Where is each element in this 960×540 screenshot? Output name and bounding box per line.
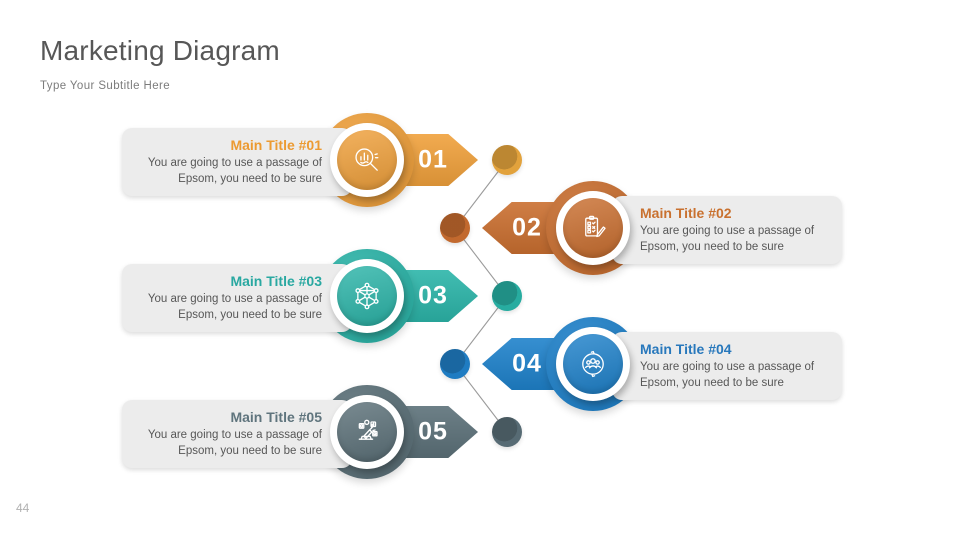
step-body: You are going to use a passage of Epsom,…	[147, 293, 322, 321]
step-icon-disc	[337, 130, 397, 190]
step-body: You are going to use a passage of Epsom,…	[640, 225, 815, 253]
page-subtitle: Type Your Subtitle Here	[40, 80, 171, 92]
step-icon-disc	[563, 334, 623, 394]
connector-dot	[440, 213, 470, 243]
step-number: 01	[418, 145, 448, 174]
step-icon-disc	[337, 266, 397, 326]
step-title: Main Title #05	[230, 409, 322, 425]
step-number: 02	[512, 213, 542, 242]
step-body: You are going to use a passage of Epsom,…	[147, 429, 322, 457]
step-textbox: Main Title #02 You are going to use a pa…	[612, 196, 842, 264]
step-number: 04	[512, 349, 542, 378]
step-number: 03	[418, 281, 448, 310]
step-body: You are going to use a passage of Epsom,…	[640, 361, 815, 389]
digital-marketing-icon	[358, 419, 378, 440]
connector-dot	[492, 281, 522, 311]
page-number: 44	[16, 501, 30, 515]
step-number: 05	[418, 417, 448, 446]
step-title: Main Title #02	[640, 205, 732, 221]
step-title: Main Title #01	[230, 137, 322, 153]
connector-dot	[492, 145, 522, 175]
checklist-icon	[585, 215, 606, 238]
step-textbox: Main Title #03 You are going to use a pa…	[122, 264, 352, 332]
step-body: You are going to use a passage of Epsom,…	[147, 157, 322, 185]
search-analytics-icon	[355, 148, 379, 171]
page-title: Marketing Diagram	[40, 35, 280, 66]
step-title: Main Title #04	[640, 341, 732, 357]
step-icon-disc	[563, 198, 623, 258]
network-icon	[355, 282, 379, 310]
step-icon-disc	[337, 402, 397, 462]
step-textbox: Main Title #04 You are going to use a pa…	[612, 332, 842, 400]
connector-dot	[440, 349, 470, 379]
step-textbox: Main Title #05 You are going to use a pa…	[122, 400, 352, 468]
step-textbox: Main Title #01 You are going to use a pa…	[122, 128, 352, 196]
step-title: Main Title #03	[230, 273, 322, 289]
connector-dot	[492, 417, 522, 447]
audience-icon	[582, 350, 604, 378]
